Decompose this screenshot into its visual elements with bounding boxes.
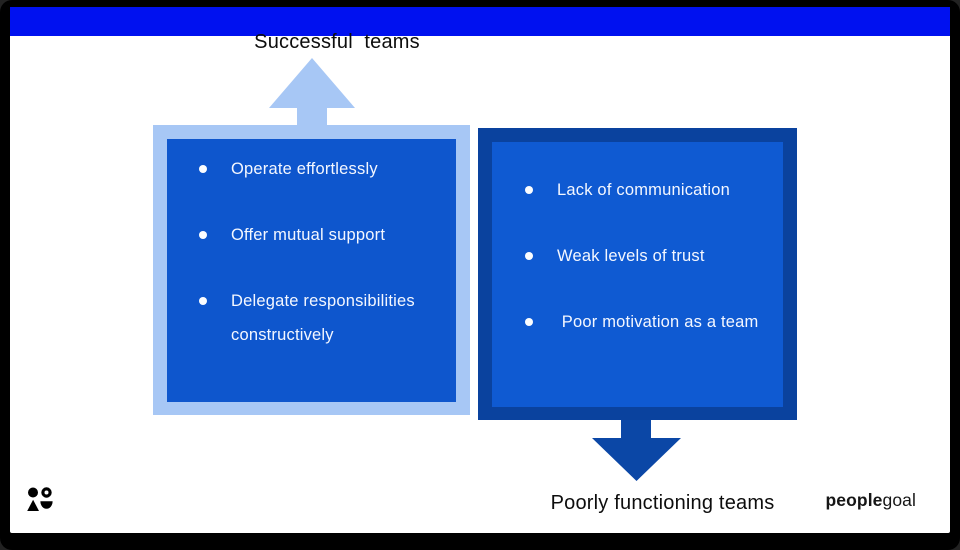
poor-teams-title: Poorly functioning teams: [550, 492, 775, 514]
list-item-text: Weak levels of trust: [557, 247, 705, 265]
list-item-text: Operate effortlessly: [231, 160, 378, 178]
list-item-text: Lack of communication: [557, 181, 730, 199]
arrow-down-icon: [592, 420, 681, 481]
successful-teams-list: Operate effortlessly Offer mutual suppor…: [167, 139, 450, 352]
poor-teams-box-inner: Lack of communication Weak levels of tru…: [492, 142, 783, 407]
slide-canvas: Successful teams Operate effortlessly Of…: [10, 7, 950, 533]
list-item: Poor motivation as a team: [525, 305, 777, 339]
bullet-icon: [199, 297, 207, 305]
successful-teams-box-inner: Operate effortlessly Offer mutual suppor…: [167, 139, 456, 402]
bullet-icon: [525, 252, 533, 260]
list-item-text: Delegate responsibilities constructively: [231, 292, 420, 344]
arrow-up-icon: [269, 58, 355, 126]
list-item: Weak levels of trust: [525, 239, 777, 273]
list-item: Delegate responsibilities constructively: [199, 284, 450, 352]
people-mark-icon: [27, 487, 53, 511]
arrow-up-shape: [269, 58, 355, 126]
arrow-down-shape: [592, 420, 681, 481]
successful-teams-box: Operate effortlessly Offer mutual suppor…: [153, 125, 470, 415]
poor-teams-list: Lack of communication Weak levels of tru…: [492, 142, 777, 339]
bullet-icon: [525, 186, 533, 194]
list-item: Operate effortlessly: [199, 152, 450, 186]
logo-text-bold: people: [825, 490, 883, 510]
peoplegoal-logo: peoplegoal: [826, 490, 917, 511]
top-accent-bar: [10, 7, 950, 36]
bullet-icon: [199, 165, 207, 173]
list-item-text: Offer mutual support: [231, 226, 386, 244]
logo-text-light: goal: [882, 490, 916, 510]
bullet-icon: [199, 231, 207, 239]
list-item: Offer mutual support: [199, 218, 450, 252]
list-item: Lack of communication: [525, 173, 777, 207]
poor-teams-box: Lack of communication Weak levels of tru…: [478, 128, 797, 420]
bullet-icon: [525, 318, 533, 326]
list-item-text: Poor motivation as a team: [557, 313, 759, 331]
successful-teams-title: Successful teams: [254, 31, 420, 53]
